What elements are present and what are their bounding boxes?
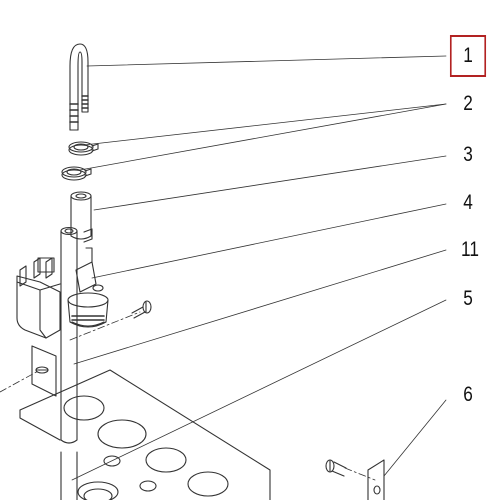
part-11-mounting-plate [31, 345, 57, 397]
callout-1: 1 [449, 35, 487, 77]
leader-line-11 [73, 249, 447, 365]
axis-line-bracket [344, 467, 376, 481]
screw-valve [131, 300, 152, 319]
leader-line-3 [93, 155, 447, 211]
screw-bracket [325, 459, 347, 477]
leader-line-2a [83, 103, 447, 146]
part-6-bracket [367, 459, 385, 500]
callout-11: 11 [461, 238, 479, 261]
part-2-hose-clamps [61, 141, 99, 181]
leader-line-2b [79, 103, 447, 171]
leader-line-4 [91, 203, 447, 279]
part-1-j-tube [69, 43, 89, 131]
callout-4: 4 [463, 191, 473, 214]
leader-line-6 [383, 399, 447, 477]
callout-2: 2 [463, 92, 473, 115]
callout-3: 3 [463, 143, 473, 166]
leader-lines [71, 55, 447, 481]
vertical-pipe [60, 226, 78, 500]
callout-5: 5 [463, 287, 473, 310]
callout-6: 6 [463, 383, 473, 406]
leader-line-1 [86, 55, 447, 67]
part-5-base-plate [19, 369, 271, 500]
axis-lines [0, 311, 376, 481]
leader-line-5 [71, 299, 447, 481]
axis-line-left [0, 369, 41, 393]
part-4-solenoid-valve [16, 247, 109, 339]
axis-line-screw [69, 311, 141, 341]
part-3-coupler [70, 191, 93, 243]
